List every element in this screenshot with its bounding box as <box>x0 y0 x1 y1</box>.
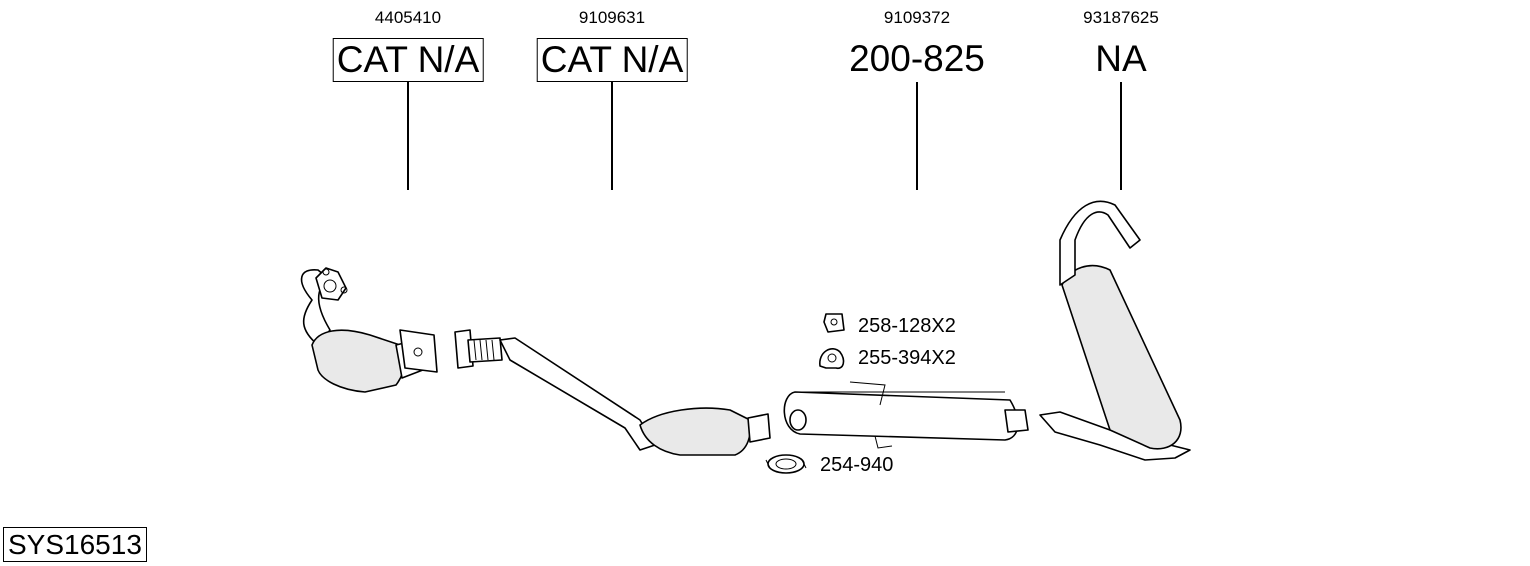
front-catalytic-converter <box>300 267 438 393</box>
part-code-2: CAT N/A <box>536 38 688 82</box>
accessory-label-mounting: 255-394X2 <box>858 347 956 369</box>
part-code-4: NA <box>1095 38 1147 79</box>
oe-number-part-1: 4405410 <box>374 8 442 27</box>
mounting-ring-icon <box>819 348 845 370</box>
pipe-clamp-icon <box>765 454 807 474</box>
accessory-label-hanger: 258-128X2 <box>858 315 956 337</box>
part-code-3: 200-825 <box>849 38 985 79</box>
system-code: SYS16513 <box>3 527 147 562</box>
oe-number-part-4: 93187625 <box>1083 8 1159 27</box>
oe-number-part-2: 9109631 <box>578 8 646 27</box>
part-code-1: CAT N/A <box>332 38 484 82</box>
rear-silencer <box>1039 200 1191 461</box>
accessory-label-clamp: 254-940 <box>820 454 894 476</box>
centre-silencer <box>783 381 1029 449</box>
oe-number-part-3: 9109372 <box>883 8 951 27</box>
front-pipe-with-catalytic-converter <box>454 329 771 456</box>
rubber-hanger-icon <box>823 313 845 333</box>
